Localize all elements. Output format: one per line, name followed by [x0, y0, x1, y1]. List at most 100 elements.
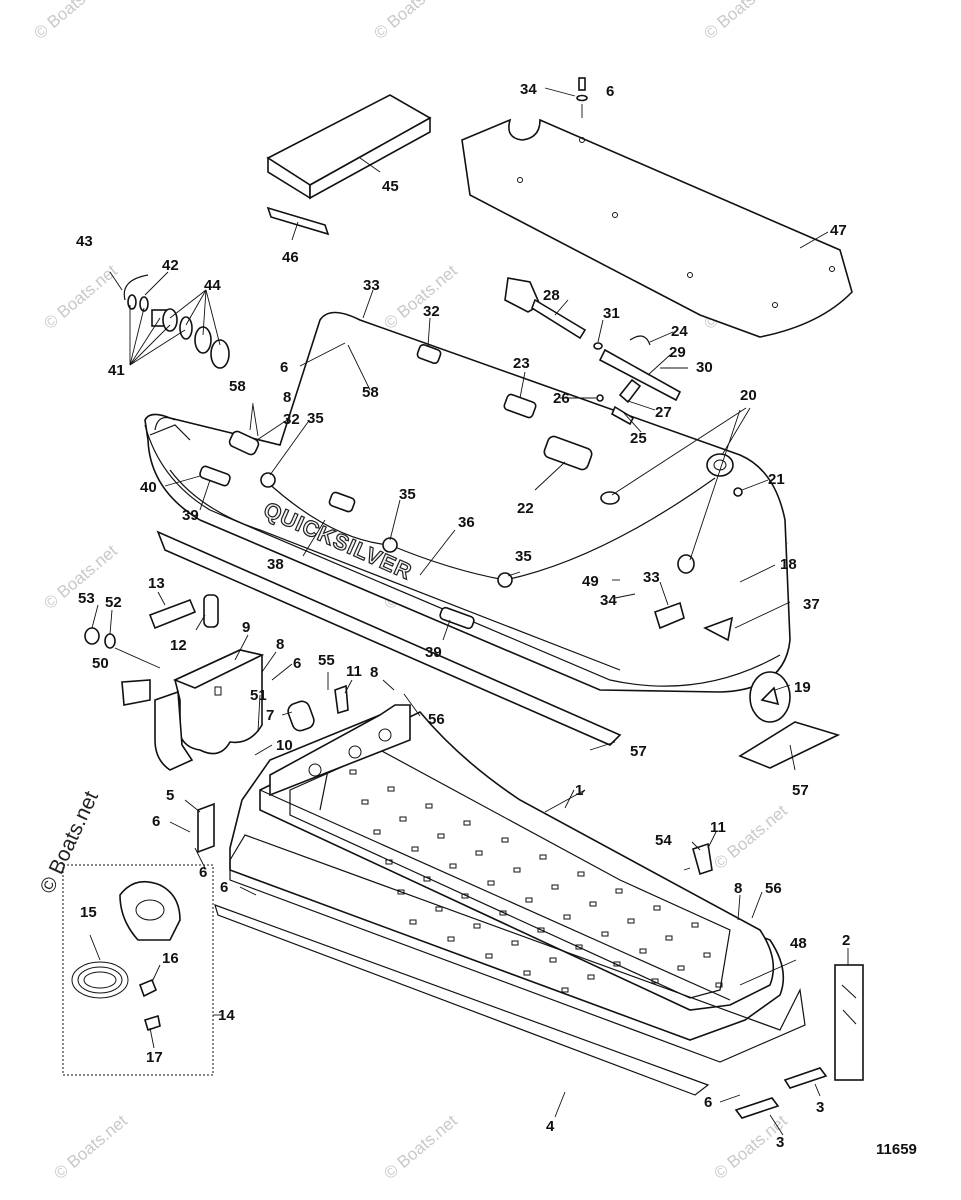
floor-grid-mark [423, 876, 431, 882]
callout: 4 [546, 1118, 555, 1135]
callout: 28 [543, 287, 560, 304]
part-1-hull [214, 704, 806, 1096]
callout: 39 [182, 507, 199, 524]
floor-grid-mark [485, 953, 493, 959]
callout: 19 [794, 679, 811, 696]
callout: 26 [553, 390, 570, 407]
floor-grid-mark [561, 987, 569, 993]
floor-grid-mark [349, 769, 357, 775]
callout: 37 [803, 596, 820, 613]
diagram-id: 11659 [876, 1141, 917, 1158]
part-5-bracket [197, 802, 215, 854]
nuts [84, 627, 116, 649]
floor-grid-mark [411, 846, 419, 852]
callout: 12 [170, 637, 187, 654]
callout: 27 [655, 404, 672, 421]
callout: 38 [267, 556, 284, 573]
callout: 48 [790, 935, 807, 952]
callout: 33 [643, 569, 660, 586]
callout: 11 [710, 819, 726, 836]
callout: 20 [740, 387, 757, 404]
deck-bolt [576, 77, 588, 118]
watermark: © Boats.net [380, 1111, 461, 1183]
floor-grid-mark [601, 931, 609, 937]
callout: 29 [669, 344, 686, 361]
floor-grid-mark [475, 850, 483, 856]
callout: 54 [655, 832, 672, 849]
floor-grid-mark [425, 803, 433, 809]
floor-grid-mark [703, 952, 711, 958]
side-watermark: © Boats.net [36, 788, 103, 898]
callout: 21 [768, 471, 785, 488]
floor-grid-mark [473, 923, 481, 929]
callout: 35 [399, 486, 416, 503]
callout: 35 [515, 548, 532, 565]
callout: 2 [842, 932, 850, 949]
callout: 3 [776, 1134, 784, 1151]
floor-grid-mark [563, 914, 571, 920]
floor-grid-mark [463, 820, 471, 826]
floor-grid-mark [447, 936, 455, 942]
floor-grid-mark [665, 935, 673, 941]
callout: 3 [816, 1099, 824, 1116]
floor-grid-mark [513, 867, 521, 873]
part-19-valve [749, 671, 791, 723]
floor-grid-mark [449, 863, 457, 869]
callout: 36 [458, 514, 475, 531]
callout: 6 [280, 359, 288, 376]
floor-grid-mark [615, 888, 623, 894]
floor-grid-mark [691, 922, 699, 928]
callout: 6 [199, 864, 207, 881]
callout: 1 [575, 782, 583, 799]
leader-lines [89, 87, 849, 1136]
callout: 57 [792, 782, 809, 799]
floor-grid-mark [511, 940, 519, 946]
floor-grid-mark [627, 918, 635, 924]
watermark: © Boats.net [370, 0, 451, 43]
floor-grid-mark [373, 829, 381, 835]
floor-grid-mark [715, 982, 723, 988]
callout: 34 [520, 81, 537, 98]
callout: 32 [423, 303, 440, 320]
callout: 49 [582, 573, 599, 590]
floor-grid-mark [501, 837, 509, 843]
callout: 55 [318, 652, 335, 669]
part-2-card [834, 964, 864, 1081]
callout: 8 [370, 664, 378, 681]
part-47-deck-board [461, 118, 853, 338]
floor-grid-mark [523, 970, 531, 976]
callout: 8 [734, 880, 742, 897]
callout: 44 [204, 277, 221, 294]
floor-grid-mark [549, 957, 557, 963]
watermark: © Boats.net [40, 261, 121, 333]
floor-grid-mark [361, 799, 369, 805]
callout: 17 [146, 1049, 163, 1066]
watermark: © Boats.net [700, 0, 781, 43]
floor-grid-mark [437, 833, 445, 839]
callout: 50 [92, 655, 109, 672]
callout: 32 [283, 411, 300, 428]
callout: 23 [513, 355, 530, 372]
callout: 24 [671, 323, 688, 340]
callout: 9 [242, 619, 250, 636]
floor-grid-mark [387, 786, 395, 792]
part-3-strips [734, 1067, 828, 1119]
callout: 16 [162, 950, 179, 967]
callout: 58 [229, 378, 246, 395]
callout: 40 [140, 479, 157, 496]
callout: 47 [830, 222, 847, 239]
floor-grid-mark [613, 961, 621, 967]
paddle-parts [504, 277, 682, 426]
callout: 53 [78, 590, 95, 607]
callout: 18 [780, 556, 797, 573]
part-14-pump-kit [62, 864, 214, 1076]
repair-kit [148, 594, 219, 630]
floor-grid-mark [653, 905, 661, 911]
callout: 46 [282, 249, 299, 266]
watermark: © Boats.net [50, 1111, 131, 1183]
floor-grid-mark [587, 974, 595, 980]
part-48-zip [259, 789, 731, 1001]
callout: 45 [382, 178, 399, 195]
watermark: © Boats.net [710, 801, 791, 873]
callout: 6 [220, 879, 228, 896]
